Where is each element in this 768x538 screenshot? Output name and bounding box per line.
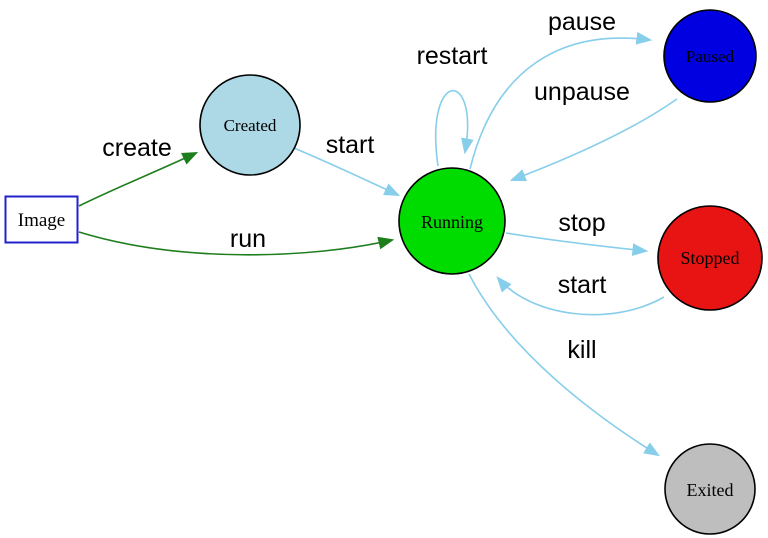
running-node-circle bbox=[398, 167, 506, 275]
edge-label-start-stopped: start bbox=[558, 271, 607, 299]
paused-node-label: Paused bbox=[686, 47, 735, 66]
paused-node-circle bbox=[663, 9, 757, 103]
node-stopped: Stopped bbox=[657, 205, 763, 311]
running-node-label: Running bbox=[421, 212, 483, 232]
exited-node-label: Exited bbox=[687, 480, 734, 500]
node-exited: Exited bbox=[664, 443, 756, 535]
edge-label-kill: kill bbox=[567, 336, 596, 364]
edge-label-create: create bbox=[102, 134, 171, 162]
edge-restart-self-loop bbox=[434, 89, 474, 167]
edge-create bbox=[78, 151, 199, 207]
edge-kill bbox=[468, 273, 661, 457]
stopped-node-circle bbox=[657, 205, 763, 311]
node-image: Image bbox=[4, 195, 79, 244]
edge-label-pause: pause bbox=[548, 8, 616, 36]
edge-run bbox=[78, 231, 395, 256]
node-created: Created bbox=[199, 74, 301, 176]
edge-label-restart: restart bbox=[417, 42, 488, 70]
edge-label-stop: stop bbox=[558, 209, 605, 237]
node-running: Running bbox=[398, 167, 506, 275]
stopped-node-label: Stopped bbox=[680, 248, 739, 268]
image-node-label: Image bbox=[18, 210, 65, 231]
edge-label-run: run bbox=[230, 225, 266, 253]
created-node-circle bbox=[199, 74, 301, 176]
image-node-box bbox=[4, 195, 79, 244]
edge-unpause bbox=[509, 98, 678, 182]
edge-start-created-running bbox=[293, 147, 401, 197]
edge-pause bbox=[469, 31, 653, 170]
edge-start-stopped-running bbox=[496, 276, 665, 316]
node-paused: Paused bbox=[663, 9, 757, 103]
created-node-label: Created bbox=[224, 116, 277, 135]
edge-label-start-created: start bbox=[326, 131, 375, 159]
exited-node-circle bbox=[664, 443, 756, 535]
edge-label-unpause: unpause bbox=[534, 78, 630, 106]
edge-stop bbox=[505, 232, 649, 256]
